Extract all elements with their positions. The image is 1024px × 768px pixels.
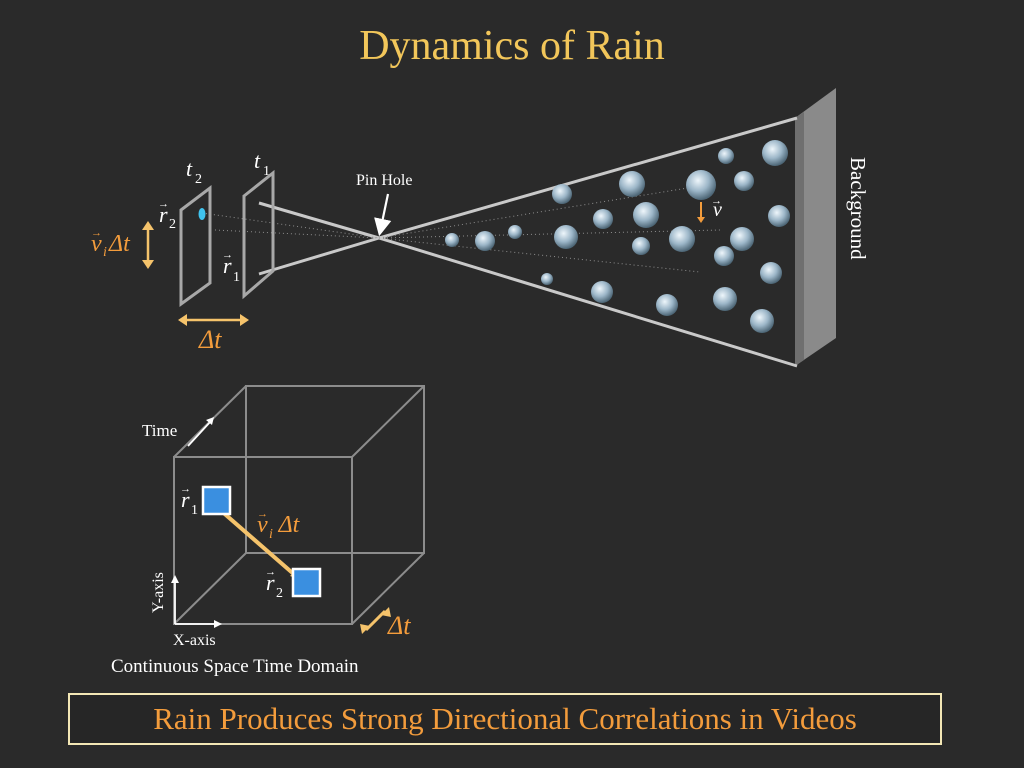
raindrop xyxy=(669,226,695,252)
raindrop xyxy=(718,148,734,164)
r1-sub: 1 xyxy=(233,270,240,285)
cube-dt-arrowhead-a xyxy=(360,624,370,634)
cube-r2-sub: 2 xyxy=(276,586,283,601)
velocity-arrowhead xyxy=(697,217,705,223)
t2-sub: 2 xyxy=(195,172,202,187)
r2-sub: 2 xyxy=(169,217,176,232)
raindrop xyxy=(713,287,737,311)
raindrop xyxy=(750,309,774,333)
r1-label: r xyxy=(223,253,232,278)
raindrop xyxy=(445,233,459,247)
r1-pixel-square xyxy=(201,485,232,516)
r1-arrow-mark: → xyxy=(222,249,233,261)
cube-dt-label: Δt xyxy=(387,611,411,640)
y-axis-label: Y-axis xyxy=(150,572,167,613)
background-label: Background xyxy=(846,157,870,260)
r2-label: r xyxy=(159,202,168,227)
cube-dt-arrowhead-b xyxy=(381,607,391,617)
cube-vi-i: i xyxy=(269,527,273,542)
vi-dt-v: v xyxy=(91,231,102,257)
cube-dt-arrow xyxy=(364,609,387,632)
velocity-label: v xyxy=(713,199,722,221)
projection-lines xyxy=(201,185,721,273)
image-plane-t2 xyxy=(179,184,212,307)
pinhole-projection-diagram: → v Pin Hole t 2 t 1 → r 2 → r 1 → v i Δ… xyxy=(91,88,870,368)
raindrop xyxy=(734,171,754,191)
slide-title: Dynamics of Rain xyxy=(359,23,665,69)
cube-r1-sub: 1 xyxy=(191,503,198,518)
cube-edge-br xyxy=(351,552,425,625)
raindrop xyxy=(593,209,613,229)
cube-vi-arrow-mark: → xyxy=(257,508,268,520)
raindrop xyxy=(508,225,522,239)
dt-arrowhead-left xyxy=(178,314,187,326)
t1-sub: 1 xyxy=(263,164,270,179)
frustum-ray-bottom xyxy=(378,236,798,368)
raindrops xyxy=(445,140,790,333)
vi-dt-arrowhead-bottom xyxy=(142,260,154,269)
t2-label: t xyxy=(186,156,193,181)
y-axis-arrowhead xyxy=(171,575,179,583)
cube-r1-label: r xyxy=(181,487,190,512)
cube-front-face xyxy=(173,456,353,625)
image-plane-t1 xyxy=(242,169,275,300)
time-axis-arrow xyxy=(187,420,212,447)
time-axis-arrowhead xyxy=(206,417,214,425)
raindrop xyxy=(656,294,678,316)
raindrop xyxy=(768,205,790,227)
vi-dt-rest: Δt xyxy=(108,231,131,257)
pinhole-arrow xyxy=(374,193,392,237)
raindrop xyxy=(686,170,716,200)
raindrop xyxy=(554,225,578,249)
raindrop xyxy=(552,184,572,204)
r2-arrow-mark: → xyxy=(158,198,169,210)
rain-streak-dot xyxy=(198,208,206,220)
dt-label: Δt xyxy=(198,325,222,354)
image-ray-bottom xyxy=(258,236,380,276)
t1-label: t xyxy=(254,148,261,173)
background-panel-edge xyxy=(795,112,804,366)
domain-caption: Continuous Space Time Domain xyxy=(111,656,359,677)
cube-r2-arrow-mark: → xyxy=(265,566,276,578)
space-time-cube: Time Y-axis X-axis → r 1 → r 2 → v i Δt … xyxy=(111,385,425,677)
frustum-ray-top xyxy=(378,116,798,240)
conclusion-banner: Rain Produces Strong Directional Correla… xyxy=(68,693,942,745)
velocity-v-arrow-mark: → xyxy=(711,195,722,207)
cube-back-face xyxy=(245,385,425,554)
dt-arrowhead-right xyxy=(240,314,249,326)
x-axis-arrowhead xyxy=(214,620,222,628)
cube-r1-arrow-mark: → xyxy=(180,483,191,495)
cube-r2-label: r xyxy=(266,570,275,595)
image-ray-top xyxy=(258,201,380,240)
raindrop xyxy=(760,262,782,284)
raindrop xyxy=(730,227,754,251)
x-axis-label: X-axis xyxy=(173,632,216,649)
raindrop xyxy=(714,246,734,266)
vi-dt-arrowhead-top xyxy=(142,221,154,230)
raindrop xyxy=(632,237,650,255)
background-panel xyxy=(795,88,836,366)
vi-dt-i: i xyxy=(103,245,107,260)
raindrop xyxy=(633,202,659,228)
cube-edge-tr xyxy=(351,385,425,458)
time-axis-label: Time xyxy=(142,421,177,440)
raindrop xyxy=(591,281,613,303)
cube-vi-rest: Δt xyxy=(273,512,301,538)
vi-arrow-mark: → xyxy=(91,227,102,239)
raindrop xyxy=(619,171,645,197)
r2-pixel-square xyxy=(291,567,322,598)
cube-edge-bl xyxy=(173,552,247,625)
raindrop xyxy=(475,231,495,251)
pinhole-label: Pin Hole xyxy=(356,172,412,189)
cube-vi-v: v xyxy=(257,512,268,538)
raindrop xyxy=(541,273,553,285)
raindrop xyxy=(762,140,788,166)
